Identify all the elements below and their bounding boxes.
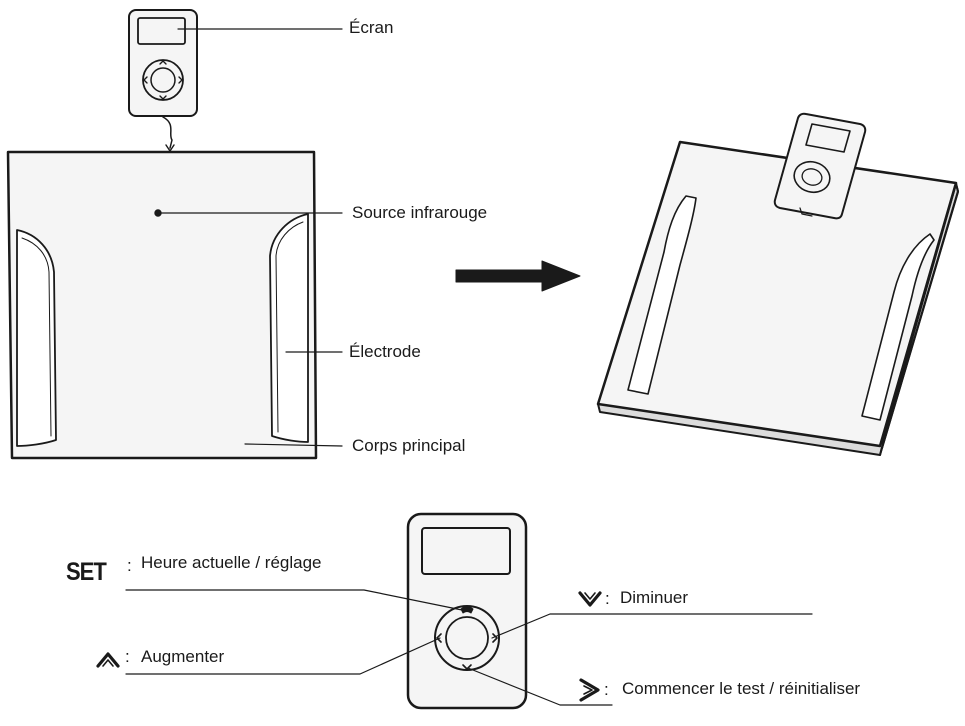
- right-chevron-icon: [579, 678, 600, 702]
- right-electrode: [269, 213, 309, 443]
- down-chevron-icon: [578, 591, 602, 607]
- scale-top-view: [6, 150, 318, 460]
- leader-up: [125, 637, 441, 675]
- console-cable: [162, 116, 173, 149]
- up-colon: :: [125, 647, 130, 666]
- up-chevron-icon: [96, 652, 120, 668]
- console-small: [128, 9, 198, 117]
- label-screen: Écran: [349, 18, 394, 37]
- console-large-screen: [421, 527, 511, 575]
- down-colon: :: [605, 589, 610, 608]
- leader-down: [491, 613, 813, 639]
- label-set-desc: Heure actuelle / réglage: [141, 553, 322, 572]
- label-down-desc: Diminuer: [620, 588, 689, 607]
- set-colon: :: [127, 556, 132, 575]
- label-start-desc: Commencer le test / réinitialiser: [622, 679, 861, 698]
- perspective-left-electrode: [627, 195, 697, 395]
- leader-set: [125, 589, 463, 611]
- label-infrared-source: Source infrarouge: [352, 203, 488, 222]
- perspective-right-electrode: [861, 233, 935, 421]
- label-main-body: Corps principal: [352, 436, 466, 455]
- console-large: [406, 512, 528, 710]
- set-key-label: SET: [66, 557, 107, 586]
- console-small-screen: [137, 17, 186, 45]
- right-arrow-icon: [455, 260, 581, 292]
- leader-start: [467, 667, 613, 706]
- label-electrode: Électrode: [349, 342, 421, 361]
- start-colon: :: [604, 680, 609, 699]
- perspective-console: [773, 112, 867, 220]
- scale-perspective: [596, 112, 959, 456]
- label-up-desc: Augmenter: [141, 647, 225, 666]
- leader-main-body: [244, 443, 343, 447]
- set-button-icon: [460, 606, 474, 614]
- left-electrode: [16, 229, 57, 447]
